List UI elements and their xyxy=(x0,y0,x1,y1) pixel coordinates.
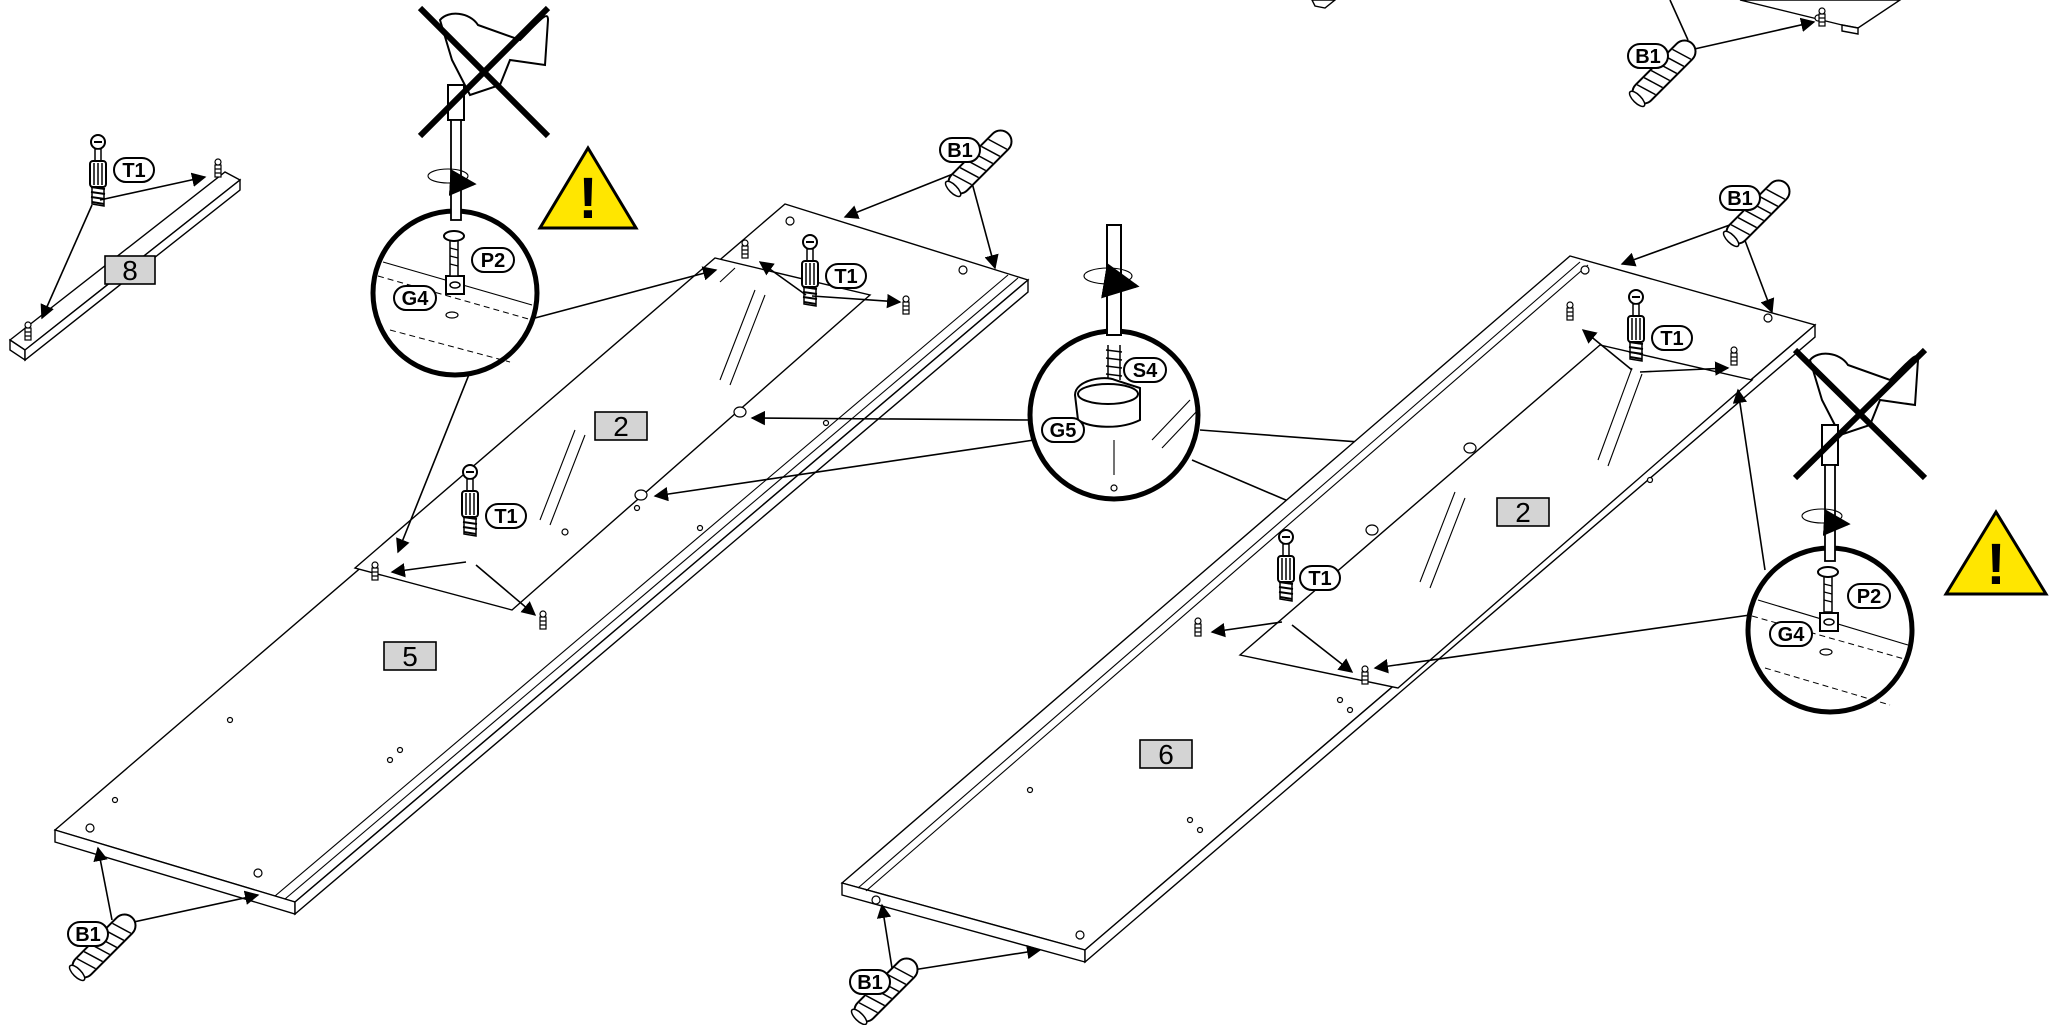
cam-bolt-rail xyxy=(89,134,107,207)
cam-pin xyxy=(1818,7,1826,27)
rail-part-8: 8 T1 xyxy=(8,134,242,362)
hardware-label-b1: B1 xyxy=(947,140,973,162)
glass-shelf-2-right xyxy=(1238,344,1754,689)
warning-glyph: ! xyxy=(578,166,597,231)
part-number-2-right: 2 xyxy=(1515,497,1531,528)
detail-circle-glass-fitting-left: P2 G4 xyxy=(370,208,718,554)
hardware-label-t1: T1 xyxy=(494,506,517,528)
hardware-label-g5: G5 xyxy=(1050,420,1077,442)
cam-pin xyxy=(371,561,379,581)
crossed-drill-icon xyxy=(417,5,551,139)
hardware-label-b1: B1 xyxy=(75,924,101,946)
hardware-label-t1: T1 xyxy=(122,160,145,182)
part-number-box xyxy=(104,255,156,285)
hardware-label-g4: G4 xyxy=(1778,624,1806,646)
detail-circle-glass-fitting-right: P2 G4 xyxy=(1373,388,1915,715)
part-number-2-left: 2 xyxy=(613,411,629,442)
hardware-label-s4: S4 xyxy=(1133,360,1158,382)
cam-pin xyxy=(902,295,910,315)
hardware-label-p2: P2 xyxy=(1857,586,1881,608)
detail-circle-shelf-support: S4 G5 xyxy=(653,224,1467,532)
hardware-label-g4: G4 xyxy=(402,288,430,310)
screwdriver-icon xyxy=(427,119,477,221)
cam-pin xyxy=(1361,665,1369,685)
hardware-label-b1: B1 xyxy=(857,972,883,994)
rail-cam-pin-left xyxy=(24,321,32,341)
part-number-8: 8 xyxy=(122,255,138,286)
rail-cam-pin-right xyxy=(214,158,222,178)
right-assembly: 2 6 B1 T1 T1 B1 xyxy=(840,174,1817,1025)
partial-panel-top-right: B1 xyxy=(1311,0,1902,111)
part-number-6: 6 xyxy=(1158,739,1174,770)
cam-pin xyxy=(539,610,547,630)
warning-triangle-icon: ! xyxy=(537,145,639,231)
crossed-drill-icon xyxy=(1792,347,1928,481)
cam-pin xyxy=(1730,346,1738,366)
cam-pin xyxy=(1566,301,1574,321)
hardware-label-p2: P2 xyxy=(481,250,505,272)
rotation-arrow-icon xyxy=(1822,509,1851,536)
cam-pin xyxy=(1194,617,1202,637)
left-assembly: 2 5 B1 T1 T1 B1 xyxy=(53,124,1030,985)
cam-pin xyxy=(741,239,749,259)
warning-glyph: ! xyxy=(1986,532,2005,597)
hardware-label-t1: T1 xyxy=(1308,568,1331,590)
warning-triangle-icon: ! xyxy=(1943,509,2049,597)
hardware-label-t1: T1 xyxy=(1660,328,1683,350)
hardware-label-b1: B1 xyxy=(1727,188,1753,210)
part-number-5: 5 xyxy=(402,641,418,672)
screwdriver-icon xyxy=(1801,464,1851,562)
hardware-label-b1: B1 xyxy=(1635,46,1661,68)
hardware-label-t1: T1 xyxy=(834,266,857,288)
rotation-arrow-icon xyxy=(448,169,477,196)
